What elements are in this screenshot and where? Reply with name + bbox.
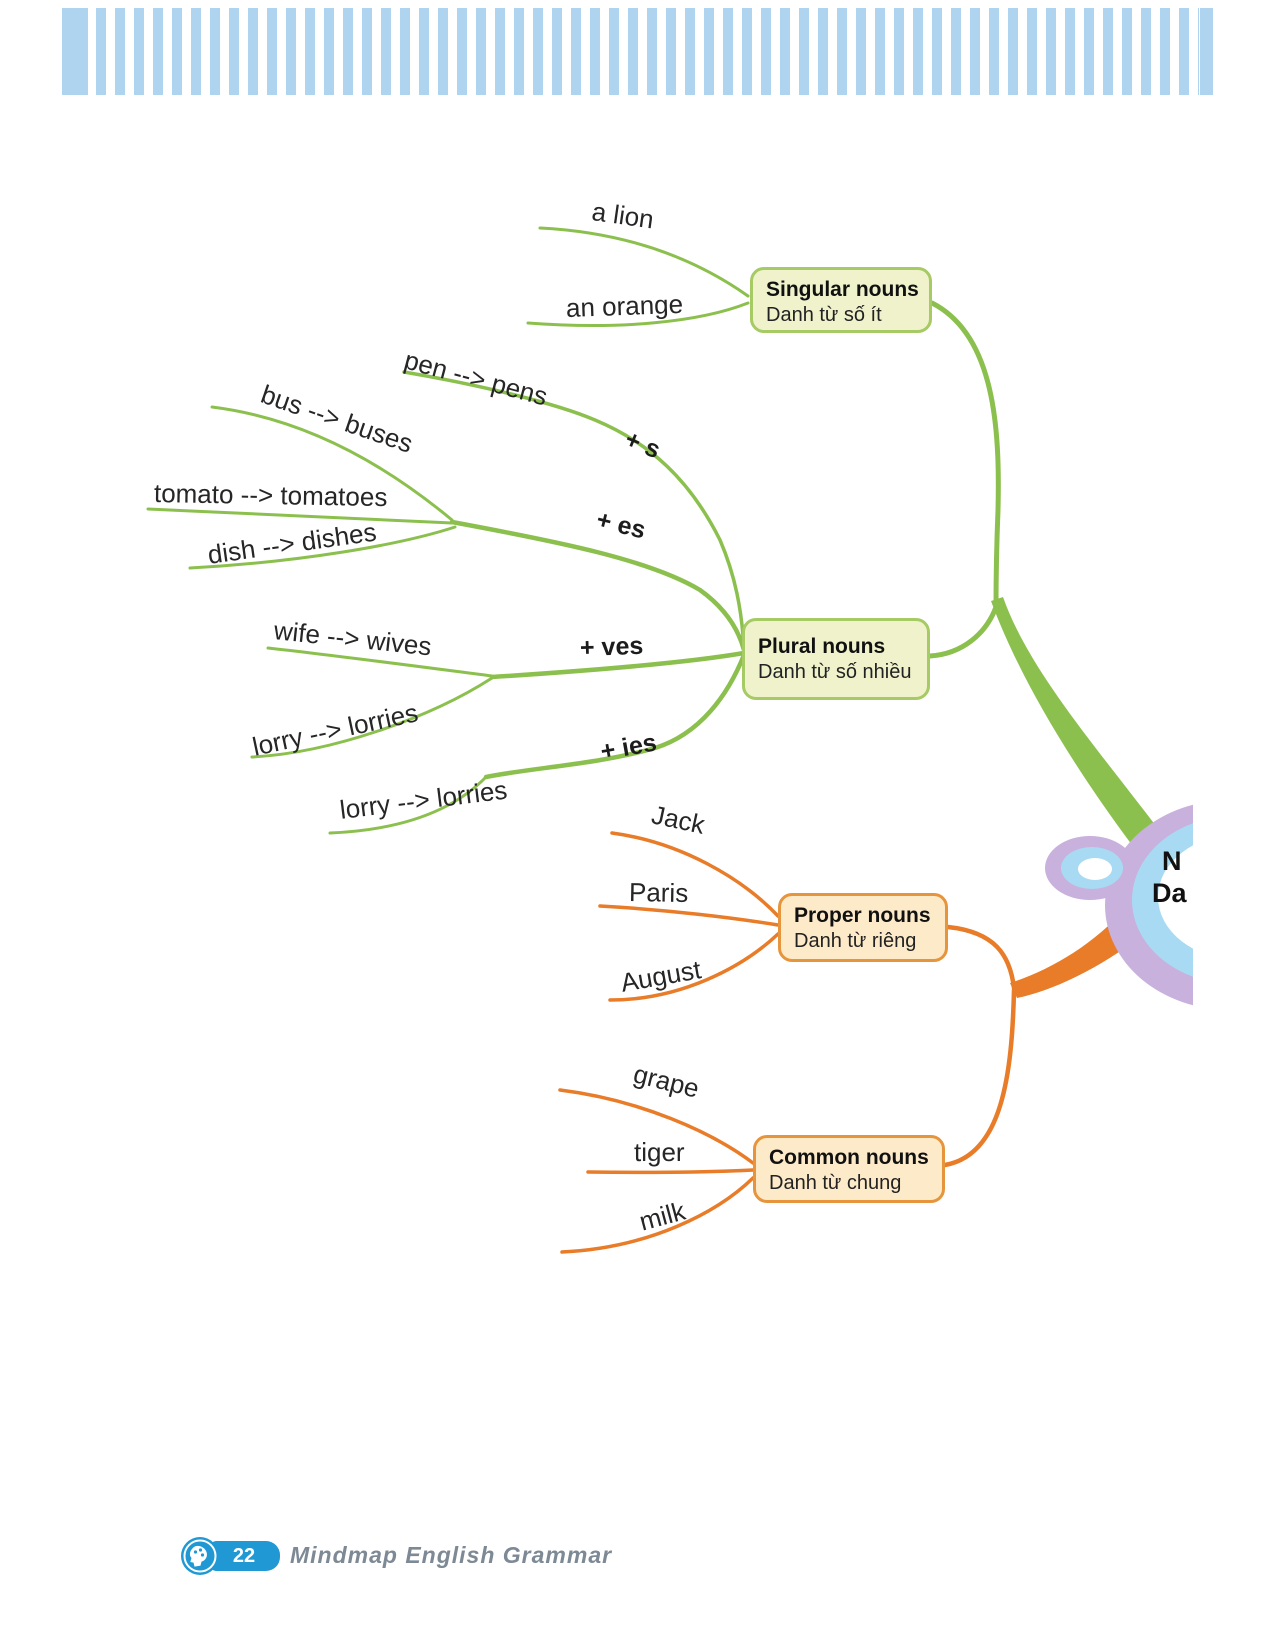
leaf-paris: Paris — [628, 877, 689, 909]
line-wolf-wolves — [250, 676, 494, 759]
page-number-badge: 22 — [208, 1541, 280, 1571]
common-title: Common nouns — [769, 1146, 929, 1169]
branch-plural-to-trunk — [927, 604, 999, 659]
singular-title: Singular nouns — [766, 278, 919, 301]
line-dish-dishes — [188, 525, 457, 570]
line-august — [608, 932, 780, 1002]
line-a-lion — [538, 226, 750, 298]
rule-plus-ves: + ves — [579, 631, 644, 662]
node-singular-nouns: Singular nouns Danh từ số ít — [750, 267, 932, 333]
leaf-an-orange: an orange — [565, 288, 684, 323]
page-number: 22 — [232, 1544, 256, 1567]
decorative-stripes-band — [62, 8, 1213, 95]
branch-plus-es — [449, 519, 747, 653]
line-an-orange — [526, 301, 750, 327]
branch-singular-to-trunk — [929, 300, 1001, 610]
line-jack — [610, 831, 780, 918]
line-wife-wives — [266, 646, 494, 678]
center-bubble-core — [1078, 858, 1112, 880]
branch-plus-ies — [483, 652, 747, 780]
node-proper-nouns: Proper nouns Danh từ riêng — [778, 893, 948, 962]
stripe-pattern — [96, 8, 1199, 95]
line-grape — [558, 1088, 755, 1165]
line-tomato-tomatoes — [146, 507, 454, 525]
stripe-lead-bar — [62, 8, 88, 95]
leaf-tomato-tomatoes: tomato --> tomatoes — [153, 478, 388, 513]
singular-subtitle: Danh từ số ít — [766, 304, 882, 327]
node-plural-nouns: Plural nouns Danh từ số nhiều — [742, 618, 930, 700]
common-subtitle: Danh từ chung — [769, 1172, 902, 1195]
book-title: Mindmap English Grammar — [290, 1542, 613, 1568]
center-white-core — [1158, 845, 1193, 949]
branch-proper-to-trunk — [945, 924, 1017, 991]
stripe-tail-bar — [1200, 8, 1213, 95]
line-milk — [560, 1176, 755, 1254]
plural-title: Plural nouns — [758, 635, 886, 658]
line-bus-buses — [210, 405, 454, 522]
proper-title: Proper nouns — [794, 904, 931, 927]
branch-common-to-trunk — [942, 987, 1017, 1168]
center-line2: Da — [1152, 878, 1187, 908]
line-lorry-lorries — [328, 775, 488, 835]
proper-subtitle: Danh từ riêng — [794, 930, 917, 953]
line-tiger — [586, 1168, 755, 1175]
center-line1: N — [1162, 846, 1182, 876]
line-pen-pens-plus-s — [402, 370, 746, 652]
branch-plus-ves — [489, 650, 747, 680]
plural-subtitle: Danh từ số nhiều — [758, 661, 912, 684]
center-node-label: N Da — [1152, 845, 1187, 909]
center-node — [1045, 804, 1193, 1006]
leaf-tiger: tiger — [634, 1137, 685, 1167]
line-paris — [598, 904, 780, 927]
mind-head-icon — [181, 1537, 219, 1575]
green-trunk — [991, 597, 1156, 845]
node-common-nouns: Common nouns Danh từ chung — [753, 1135, 945, 1203]
